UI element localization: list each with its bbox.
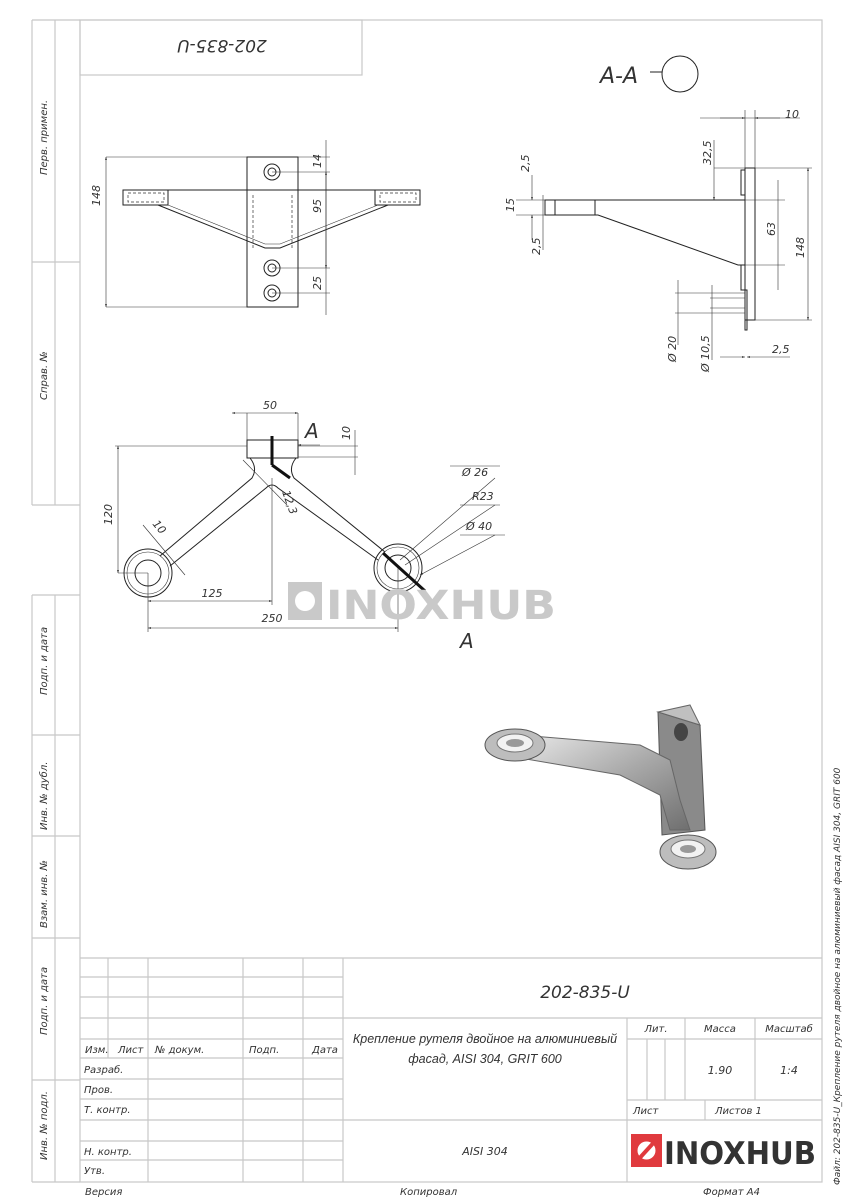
dim-120: 120 xyxy=(102,504,115,525)
side-label-podp-data: Подп. и дата xyxy=(39,627,50,695)
dim-dia-10-5: Ø 10,5 xyxy=(699,335,712,373)
dim-15: 15 xyxy=(504,198,517,212)
material: AISI 304 xyxy=(461,1145,508,1158)
section-title: A-A xyxy=(598,64,638,89)
side-label-perv-primen: Перв. примен. xyxy=(39,100,50,175)
sheet-label: Лист xyxy=(632,1106,660,1117)
section-view xyxy=(516,55,812,360)
scale-value: 1:4 xyxy=(780,1064,798,1077)
svg-text:INOXHUB: INOXHUB xyxy=(664,1136,816,1172)
dim-2-5-top: 2,5 xyxy=(519,155,532,173)
row-t-kontr: Т. контр. xyxy=(84,1105,131,1116)
side-label-inv-podl: Инв. № подл. xyxy=(39,1091,50,1160)
side-label-podp-data: Подп. и дата xyxy=(39,967,50,1035)
plan-view xyxy=(115,412,505,632)
drawing-frame xyxy=(31,19,823,1183)
mass-value: 1.90 xyxy=(708,1064,733,1077)
dim-14: 14 xyxy=(311,154,324,168)
dim-dia-20: Ø 20 xyxy=(666,336,679,363)
file-caption: Файл: 202-835-U_Крепление рутеля двойное… xyxy=(833,767,843,1185)
dim-250: 250 xyxy=(262,612,283,625)
footer-format: Формат A4 xyxy=(703,1187,760,1198)
dim-50: 50 xyxy=(263,399,277,412)
dim-r23: R23 xyxy=(472,490,494,503)
side-label-sprav-no: Справ. № xyxy=(39,351,50,400)
header-data: Дата xyxy=(311,1045,338,1056)
row-n-kontr: Н. контр. xyxy=(84,1147,132,1158)
title-block-grid xyxy=(80,957,822,1182)
front-view xyxy=(105,140,421,315)
row-razrab: Разраб. xyxy=(84,1064,123,1076)
dim-25: 25 xyxy=(311,276,324,290)
dim-95: 95 xyxy=(311,199,324,213)
header-podp: Подп. xyxy=(249,1045,279,1056)
dim-32-5: 32,5 xyxy=(701,141,714,166)
dim-2-5-plate: 2,5 xyxy=(772,343,790,356)
dim-148: 148 xyxy=(90,185,103,206)
lit-label: Лит. xyxy=(643,1024,667,1035)
dim-dia-26: Ø 26 xyxy=(461,466,488,479)
stamp-designation: 202-835-U xyxy=(177,35,267,55)
header-list: Лист xyxy=(117,1045,145,1056)
sheets-label: Листов 1 xyxy=(714,1106,762,1117)
title-name-line2: фасад, AISI 304, GRIT 600 xyxy=(408,1052,562,1066)
title-designation: 202-835-U xyxy=(540,983,630,1003)
title-name-line1: Крепление рутеля двойное на алюминиевый xyxy=(353,1032,617,1046)
footer-copied: Копировал xyxy=(400,1187,458,1198)
svg-text:INOXHUB: INOXHUB xyxy=(326,583,556,629)
row-prov: Пров. xyxy=(84,1085,113,1096)
watermark: INOXHUB xyxy=(288,582,556,629)
dim-10: 10 xyxy=(340,426,353,440)
dim-125: 125 xyxy=(202,587,223,600)
dim-dia-40: Ø 40 xyxy=(465,520,492,533)
header-doc-no: № докум. xyxy=(154,1045,204,1056)
isometric-render xyxy=(484,704,717,870)
side-label-vzam-inv: Взам. инв. № xyxy=(39,860,50,928)
dim-10: 10 xyxy=(785,108,799,121)
mass-label: Масса xyxy=(704,1024,736,1035)
scale-label: Масштаб xyxy=(765,1023,813,1035)
dim-12-3: 12,3 xyxy=(279,489,300,516)
footer-version: Версия xyxy=(85,1187,122,1198)
row-utv: Утв. xyxy=(84,1166,105,1177)
section-mark-a: A xyxy=(303,419,319,443)
inoxhub-logo: INOXHUB xyxy=(631,1134,816,1172)
dim-arm-10: 10 xyxy=(150,518,169,537)
dim-2-5-bottom: 2,5 xyxy=(530,238,543,256)
section-mark-a: A xyxy=(458,629,474,653)
dim-148: 148 xyxy=(794,237,807,258)
side-label-inv-dubl: Инв. № дубл. xyxy=(38,762,50,830)
header-izm: Изм. xyxy=(85,1045,109,1056)
dim-63: 63 xyxy=(765,222,778,236)
